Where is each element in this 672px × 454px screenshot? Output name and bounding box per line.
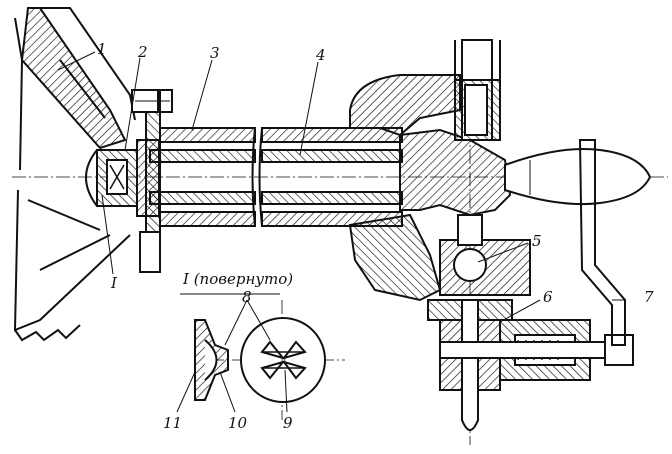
lower-valve-part-6 (427, 299, 634, 431)
center-lines (12, 40, 668, 445)
callout-2: 2 (138, 43, 148, 61)
section-mark-I: I (111, 274, 117, 292)
callout-11: 11 (163, 414, 183, 432)
callout-4: 4 (316, 46, 326, 64)
lever-part-7 (578, 139, 626, 346)
tube-part-3 (159, 127, 403, 227)
callout-6: 6 (543, 288, 553, 306)
detail-view (194, 317, 326, 403)
callout-8: 8 (242, 288, 252, 306)
leader-lines (57, 51, 625, 413)
callout-10: 10 (228, 414, 248, 432)
handle (504, 148, 652, 206)
callout-5: 5 (532, 232, 542, 250)
callout-3: 3 (210, 44, 220, 62)
detail-view-title: I (повернуто) (183, 270, 294, 288)
flange (131, 89, 173, 273)
callout-9: 9 (283, 414, 293, 432)
valve-body (348, 39, 531, 302)
callout-7: 7 (644, 288, 654, 306)
callout-1: 1 (97, 40, 107, 58)
